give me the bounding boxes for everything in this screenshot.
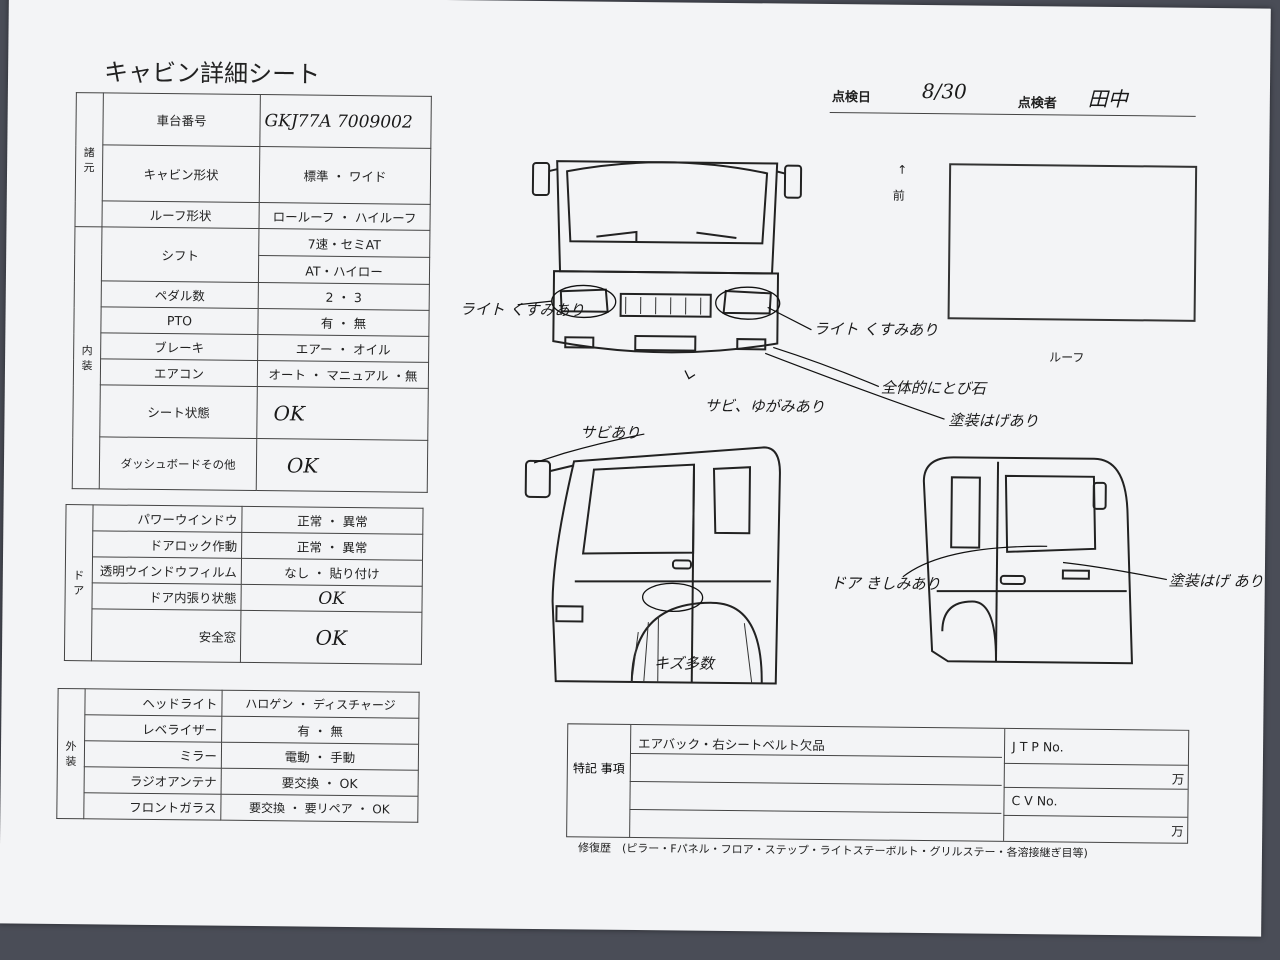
remarks-rule: [1003, 814, 1188, 818]
cab-rear-view-drawing: [922, 456, 1133, 665]
inspection-sheet: キャビン詳細シート 点検日 8/30 点検者 田中 諸元 車台番号 GKJ77A…: [0, 0, 1271, 937]
remarks-text: エアバック・右シートベルト欠品: [638, 736, 825, 754]
remarks-label: 特記 事項: [572, 761, 625, 776]
jtp-unit: 万: [1171, 771, 1185, 787]
remarks-rule: [629, 808, 1002, 814]
remarks-box: 特記 事項 エアバック・右シートベルト欠品 J T P No. 万 C V No…: [566, 723, 1190, 844]
remarks-rule: [629, 780, 1002, 786]
jtp-number-label: J T P No.: [1012, 738, 1064, 755]
remarks-label-cell: 特記 事項: [567, 724, 632, 837]
remarks-rule: [1003, 762, 1188, 766]
cv-unit: 万: [1171, 823, 1184, 839]
remarks-divider: [1003, 728, 1006, 841]
remarks-rule: [1003, 786, 1188, 790]
cv-number-label: C V No.: [1011, 792, 1058, 809]
cab-side-view-drawing: [524, 446, 781, 685]
annotation-leader-lines: [517, 300, 1167, 581]
